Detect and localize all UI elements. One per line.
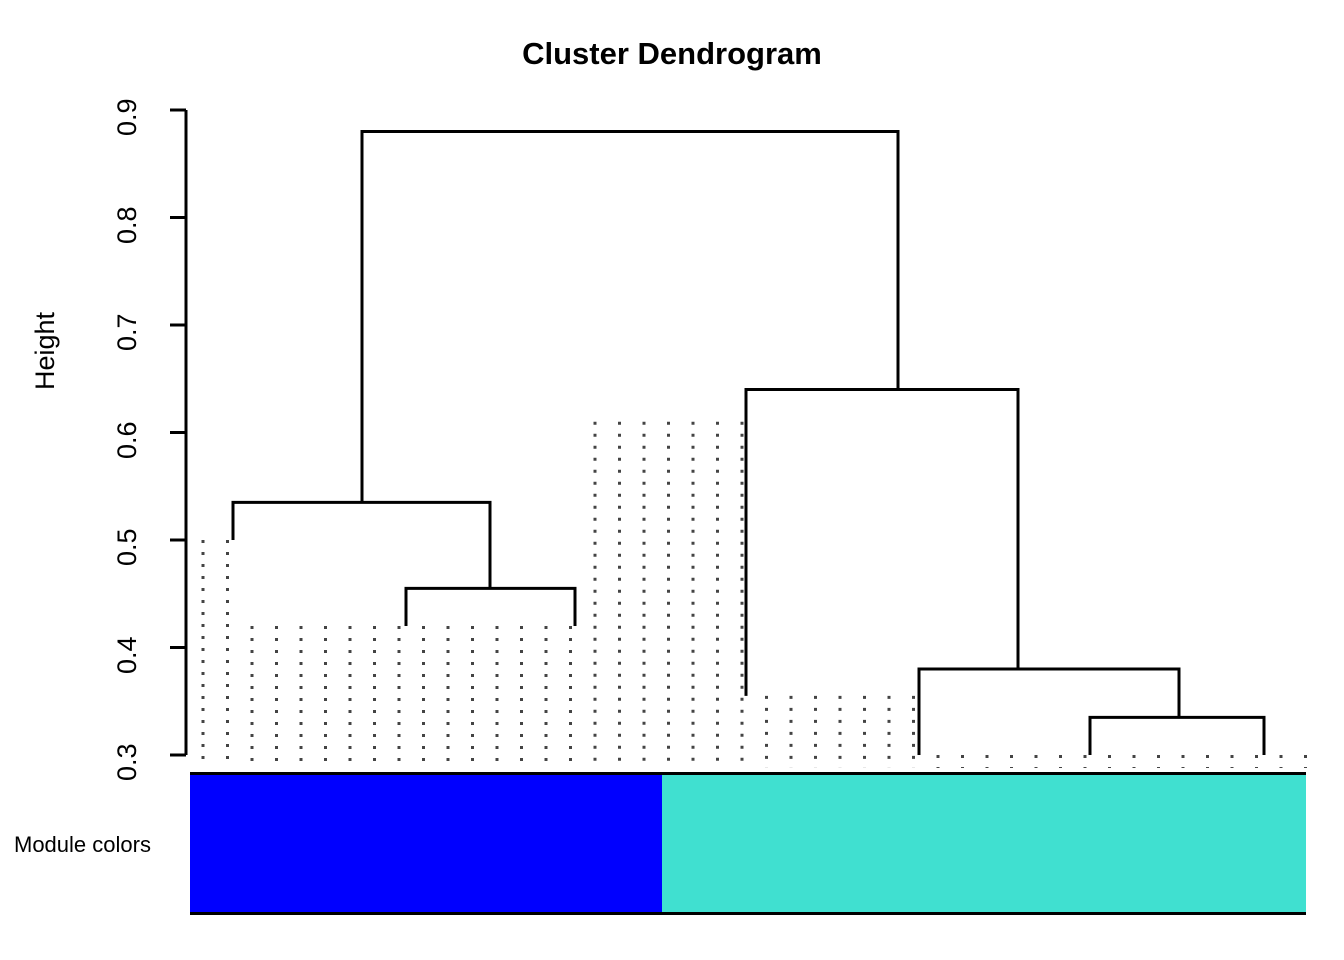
merge-right-inner	[917, 667, 1181, 755]
leaf-stems	[201, 421, 1307, 768]
merge-left-top	[231, 500, 492, 589]
module-block-blue	[190, 772, 662, 915]
merge-right-leafpair	[1088, 715, 1266, 755]
y-axis	[170, 108, 188, 757]
dendrogram-branches	[231, 130, 1266, 755]
merge-right-top	[744, 388, 1020, 696]
merge-root	[360, 130, 900, 503]
module-color-bar	[190, 772, 1306, 915]
module-bar-frame	[190, 772, 1306, 915]
module-colors-label: Module colors	[14, 832, 151, 857]
module-block-turquoise	[662, 772, 1306, 915]
page-title: Cluster Dendrogram	[522, 36, 822, 71]
merge-left-inner	[404, 586, 577, 626]
